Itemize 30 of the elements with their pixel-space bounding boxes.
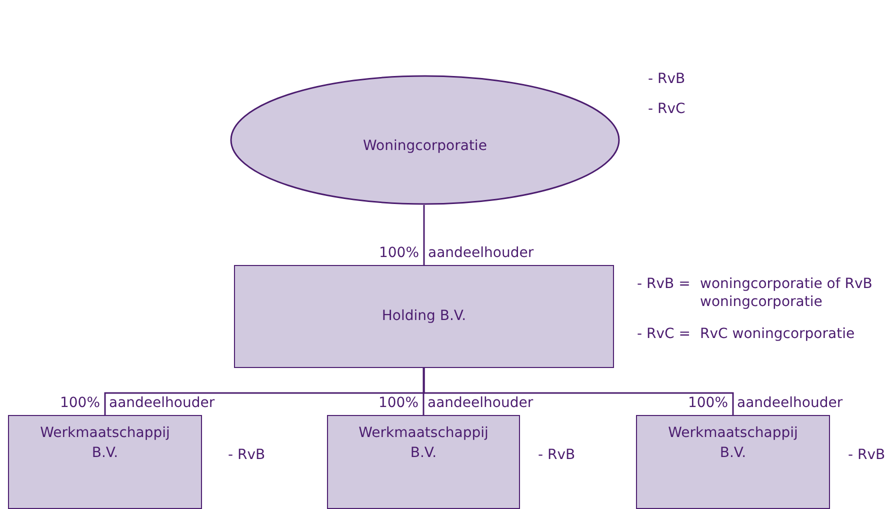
side-note: woningcorporatie of RvB woningcorporatie [700,275,874,312]
node-label: Werkmaatschappij B.V. [667,424,799,463]
connector-line [423,205,425,265]
edge-label: aandeelhouder [428,244,534,262]
edge-label: aandeelhouder [109,394,215,412]
percentage-label: 100% [60,394,100,412]
org-box [327,415,520,509]
side-note: - RvC [648,100,686,118]
side-note: - RvB = [637,275,690,294]
node-label: Werkmaatschappij B.V. [358,424,490,463]
edge-label: aandeelhouder [428,394,534,412]
org-box [8,415,202,509]
connector-line [423,368,734,415]
side-note: - RvB [848,446,886,464]
side-note: - RvB [228,446,266,464]
ellipse-node [230,75,620,205]
org-box [234,265,614,368]
side-note: RvC woningcorporatie [700,325,855,344]
edge-label: aandeelhouder [737,394,843,412]
node-label: Werkmaatschappij B.V. [39,424,171,463]
side-note: - RvB [538,446,576,464]
percentage-label: 100% [378,394,418,412]
node-label: Holding B.V. [382,306,466,326]
org-box [636,415,830,509]
side-note: - RvB [648,70,686,88]
connector-line [422,368,424,415]
side-note: - RvC = [637,325,690,344]
node-label: Woningcorporatie [362,137,488,156]
percentage-label: 100% [688,394,728,412]
percentage-label: 100% [378,244,419,262]
